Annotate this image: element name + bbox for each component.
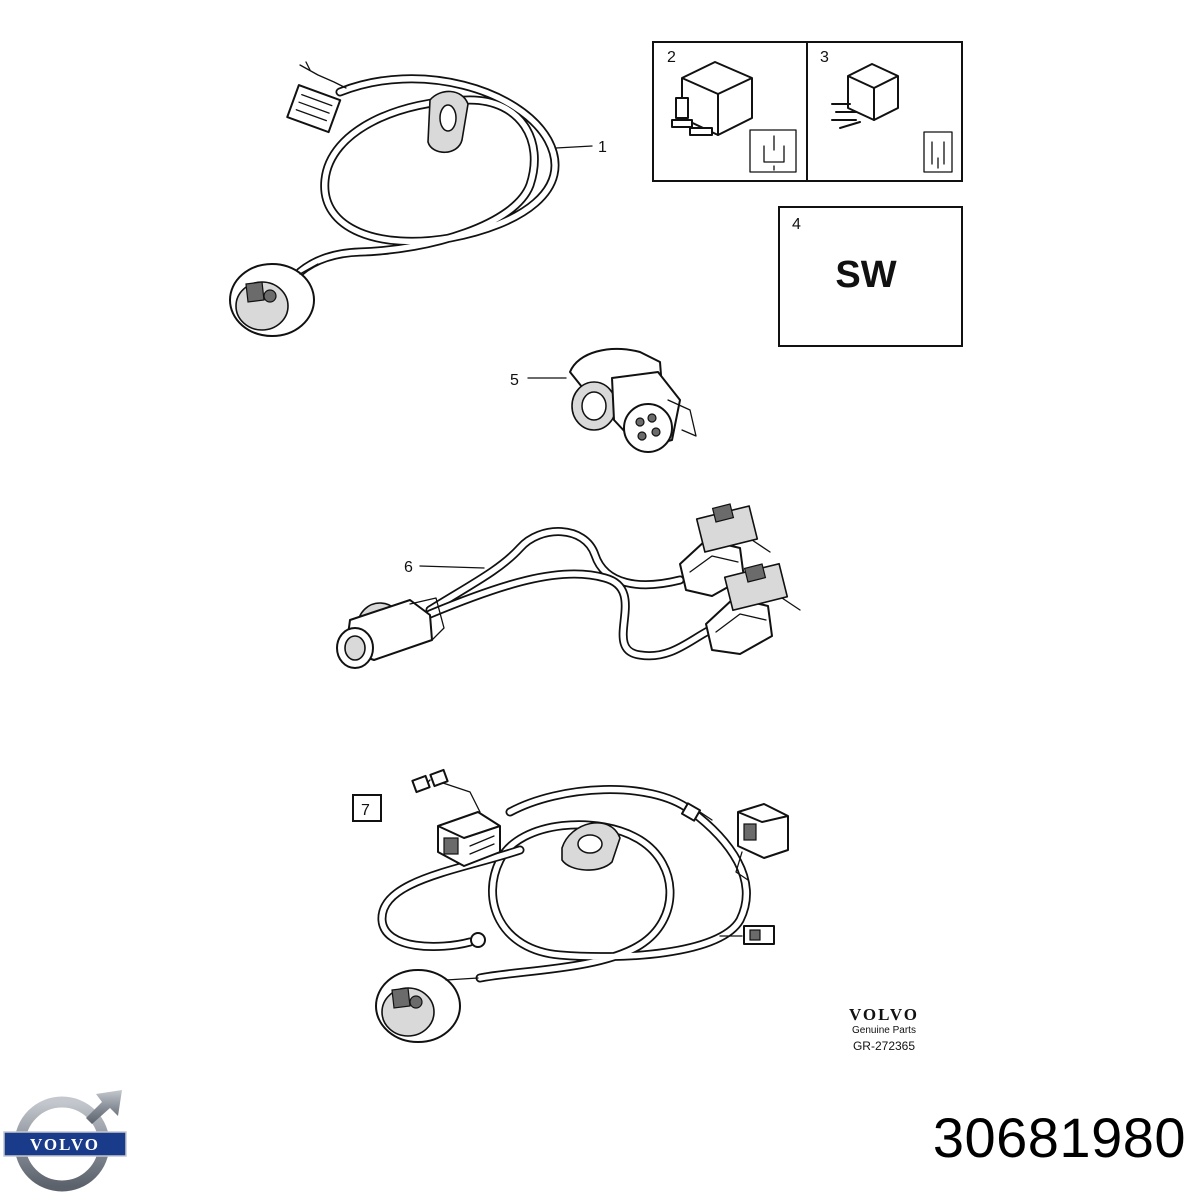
part-4-software: SW <box>778 206 963 347</box>
callout-6: 6 <box>404 559 413 576</box>
callout-7: 7 <box>361 802 370 819</box>
footer-genuine: Genuine Parts <box>852 1025 916 1036</box>
callout-2: 2 <box>667 49 676 66</box>
volvo-logo: VOLVO <box>3 1090 127 1192</box>
part-5-adapter <box>527 348 697 453</box>
software-label: SW <box>835 254 896 296</box>
callout-3: 3 <box>820 49 829 66</box>
footer-ref: GR-272365 <box>853 1039 915 1053</box>
part-2-relay <box>652 41 808 182</box>
callout-4: 4 <box>792 216 801 233</box>
part-3-relay <box>806 41 963 182</box>
callout-1: 1 <box>598 139 607 156</box>
part-1-wiring-harness <box>229 61 593 337</box>
part-6-y-adapter <box>336 503 801 669</box>
footer-brand: VOLVO <box>849 1005 919 1024</box>
part-7-harness-kit <box>352 768 789 1043</box>
logo-wordmark: VOLVO <box>30 1135 100 1154</box>
genuine-parts-footer: VOLVO Genuine Parts GR-272365 <box>849 1005 919 1053</box>
callout-5: 5 <box>510 372 519 389</box>
part-number: 30681980 <box>932 1106 1186 1169</box>
